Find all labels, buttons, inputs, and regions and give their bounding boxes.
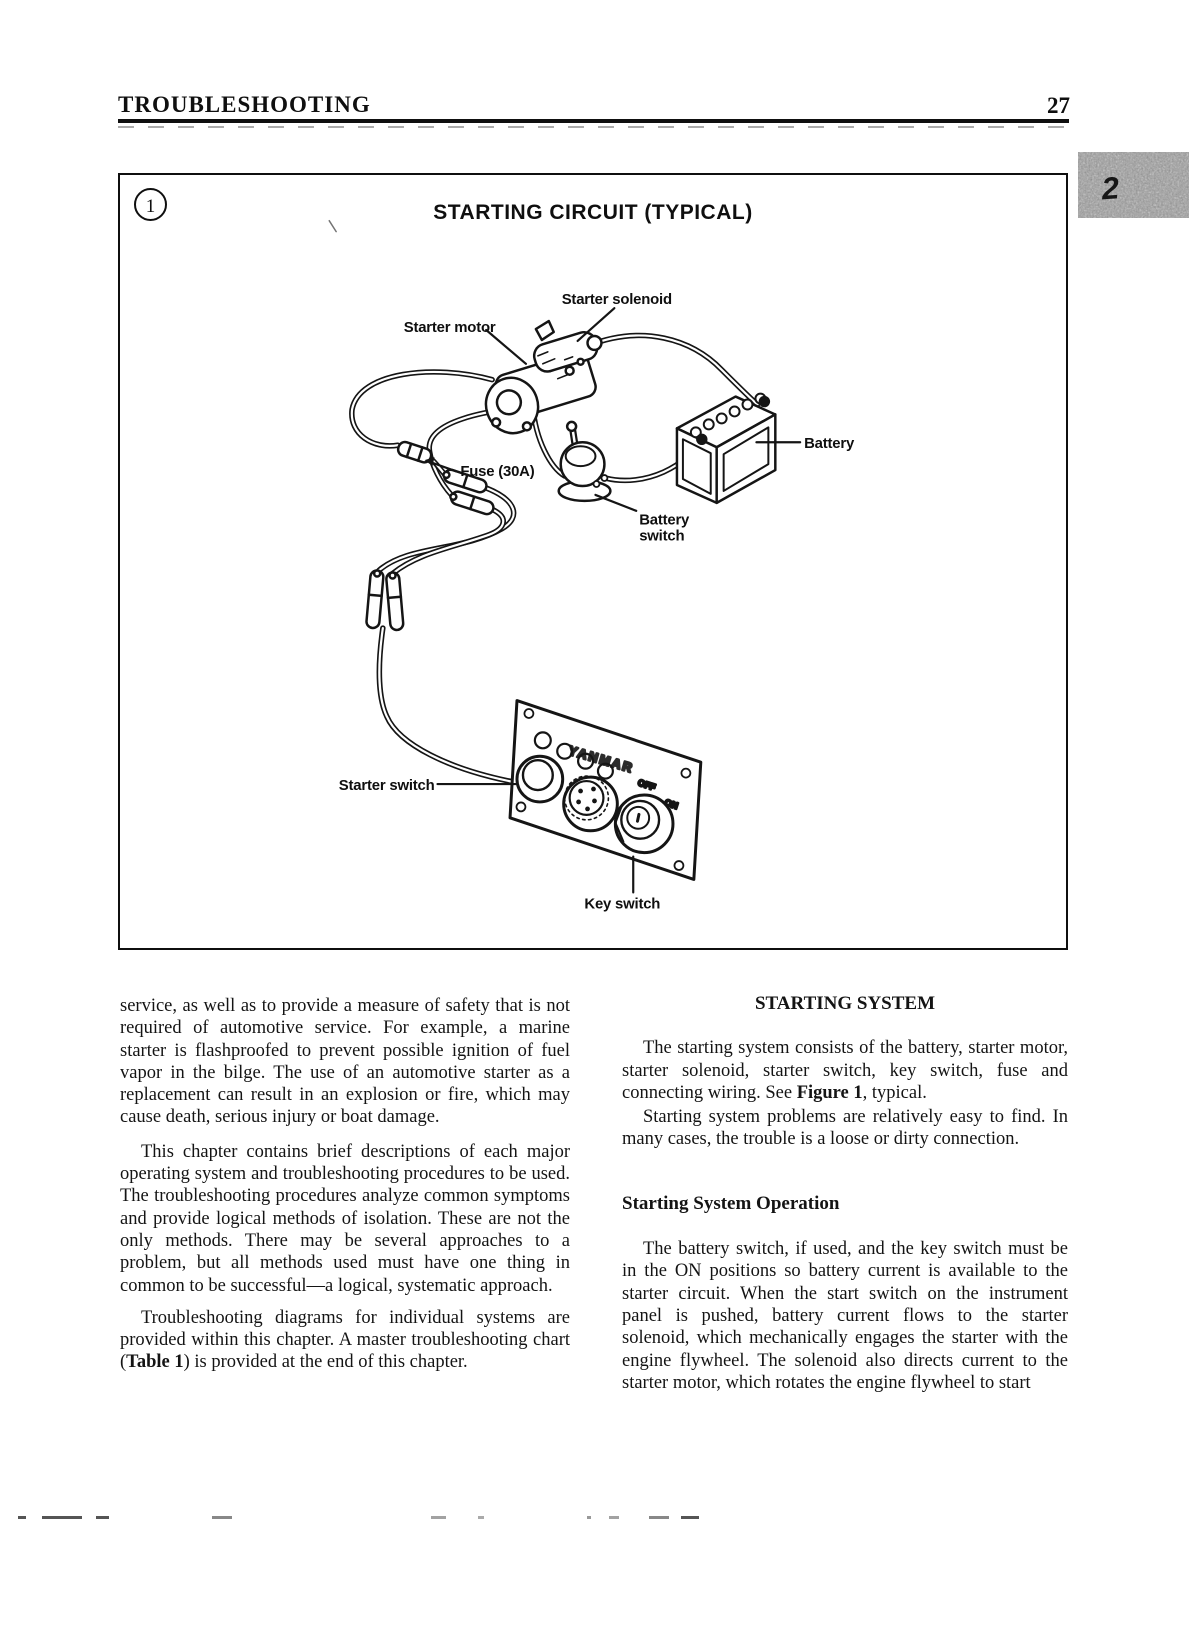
- instrument-panel-illustration: YANMAR: [508, 699, 703, 881]
- connector-pair-lower: [365, 569, 405, 632]
- paragraph-text: , typical.: [862, 1082, 927, 1103]
- connector-pair-upper: [442, 468, 495, 516]
- page-header-title: TROUBLESHOOTING: [118, 92, 371, 117]
- header-rule-artifact: [118, 126, 1069, 128]
- figure-1-box: 1 STARTING CIRCUIT (TYPICAL): [118, 173, 1068, 950]
- starter-motor-illustration: [484, 319, 603, 435]
- battery-terminal-negative: [696, 433, 708, 446]
- chapter-tab: 2: [1078, 152, 1189, 218]
- subsection-heading: Starting System Operation: [622, 1192, 840, 1214]
- scan-artifact-tick: [328, 219, 337, 233]
- panel-starter-switch: [515, 754, 565, 804]
- label-battery: Battery: [804, 436, 855, 452]
- paragraph: service, as well as to provide a measure…: [120, 996, 570, 1128]
- paragraph-text: Troubleshooting diagrams for individual …: [120, 1307, 570, 1373]
- panel-screws: [515, 708, 692, 871]
- figure-1-reference: Figure 1: [796, 1082, 863, 1103]
- figure-title: STARTING CIRCUIT (TYPICAL): [433, 201, 753, 224]
- header-rule: [118, 119, 1069, 123]
- battery-terminal-positive: [758, 395, 771, 408]
- panel-indicator-lights: [533, 731, 614, 780]
- paragraph-text: ) is provided at the end of this chapter…: [183, 1352, 468, 1373]
- body-column-right: STARTING SYSTEM The starting system cons…: [622, 993, 1068, 1394]
- chapter-tab-texture: 2: [1078, 152, 1189, 218]
- starting-circuit-diagram: YANMAR: [328, 219, 855, 912]
- chapter-tab-number: 2: [1100, 170, 1121, 206]
- label-fuse: Fuse (30A): [460, 464, 534, 480]
- paragraph-text: The starting system consists of the batt…: [622, 1038, 1068, 1103]
- label-battery-switch-line2: switch: [639, 529, 684, 545]
- panel-key-switch: OFF ON: [613, 776, 681, 855]
- table-1-reference: Table 1: [126, 1352, 184, 1373]
- label-starter-motor: Starter motor: [404, 320, 496, 336]
- figure-number-badge: 1: [134, 188, 167, 221]
- label-starter-solenoid: Starter solenoid: [562, 292, 672, 308]
- panel-buzzer: [562, 775, 619, 833]
- section-heading: STARTING SYSTEM: [754, 993, 936, 1014]
- paragraph: The battery switch, if used, and the key…: [622, 1239, 1068, 1393]
- label-key-switch: Key switch: [584, 896, 660, 912]
- label-starter-switch: Starter switch: [339, 778, 435, 794]
- page-number: 27: [1047, 93, 1070, 118]
- paragraph: Starting system problems are relatively …: [622, 1107, 1068, 1150]
- fuse-illustration: [396, 440, 433, 464]
- body-column-left: service, as well as to provide a measure…: [120, 995, 570, 1374]
- battery-switch-illustration: [557, 420, 612, 503]
- paragraph: The starting system consists of the batt…: [622, 1037, 1068, 1104]
- label-battery-switch-line1: Battery: [639, 513, 690, 529]
- paragraph: Troubleshooting diagrams for individual …: [120, 1307, 570, 1374]
- paragraph: This chapter contains brief descriptions…: [120, 1141, 570, 1296]
- scan-artifact-dashes: [0, 1516, 1189, 1519]
- motor-detail-hatching: [537, 351, 574, 380]
- battery-illustration: [675, 392, 777, 505]
